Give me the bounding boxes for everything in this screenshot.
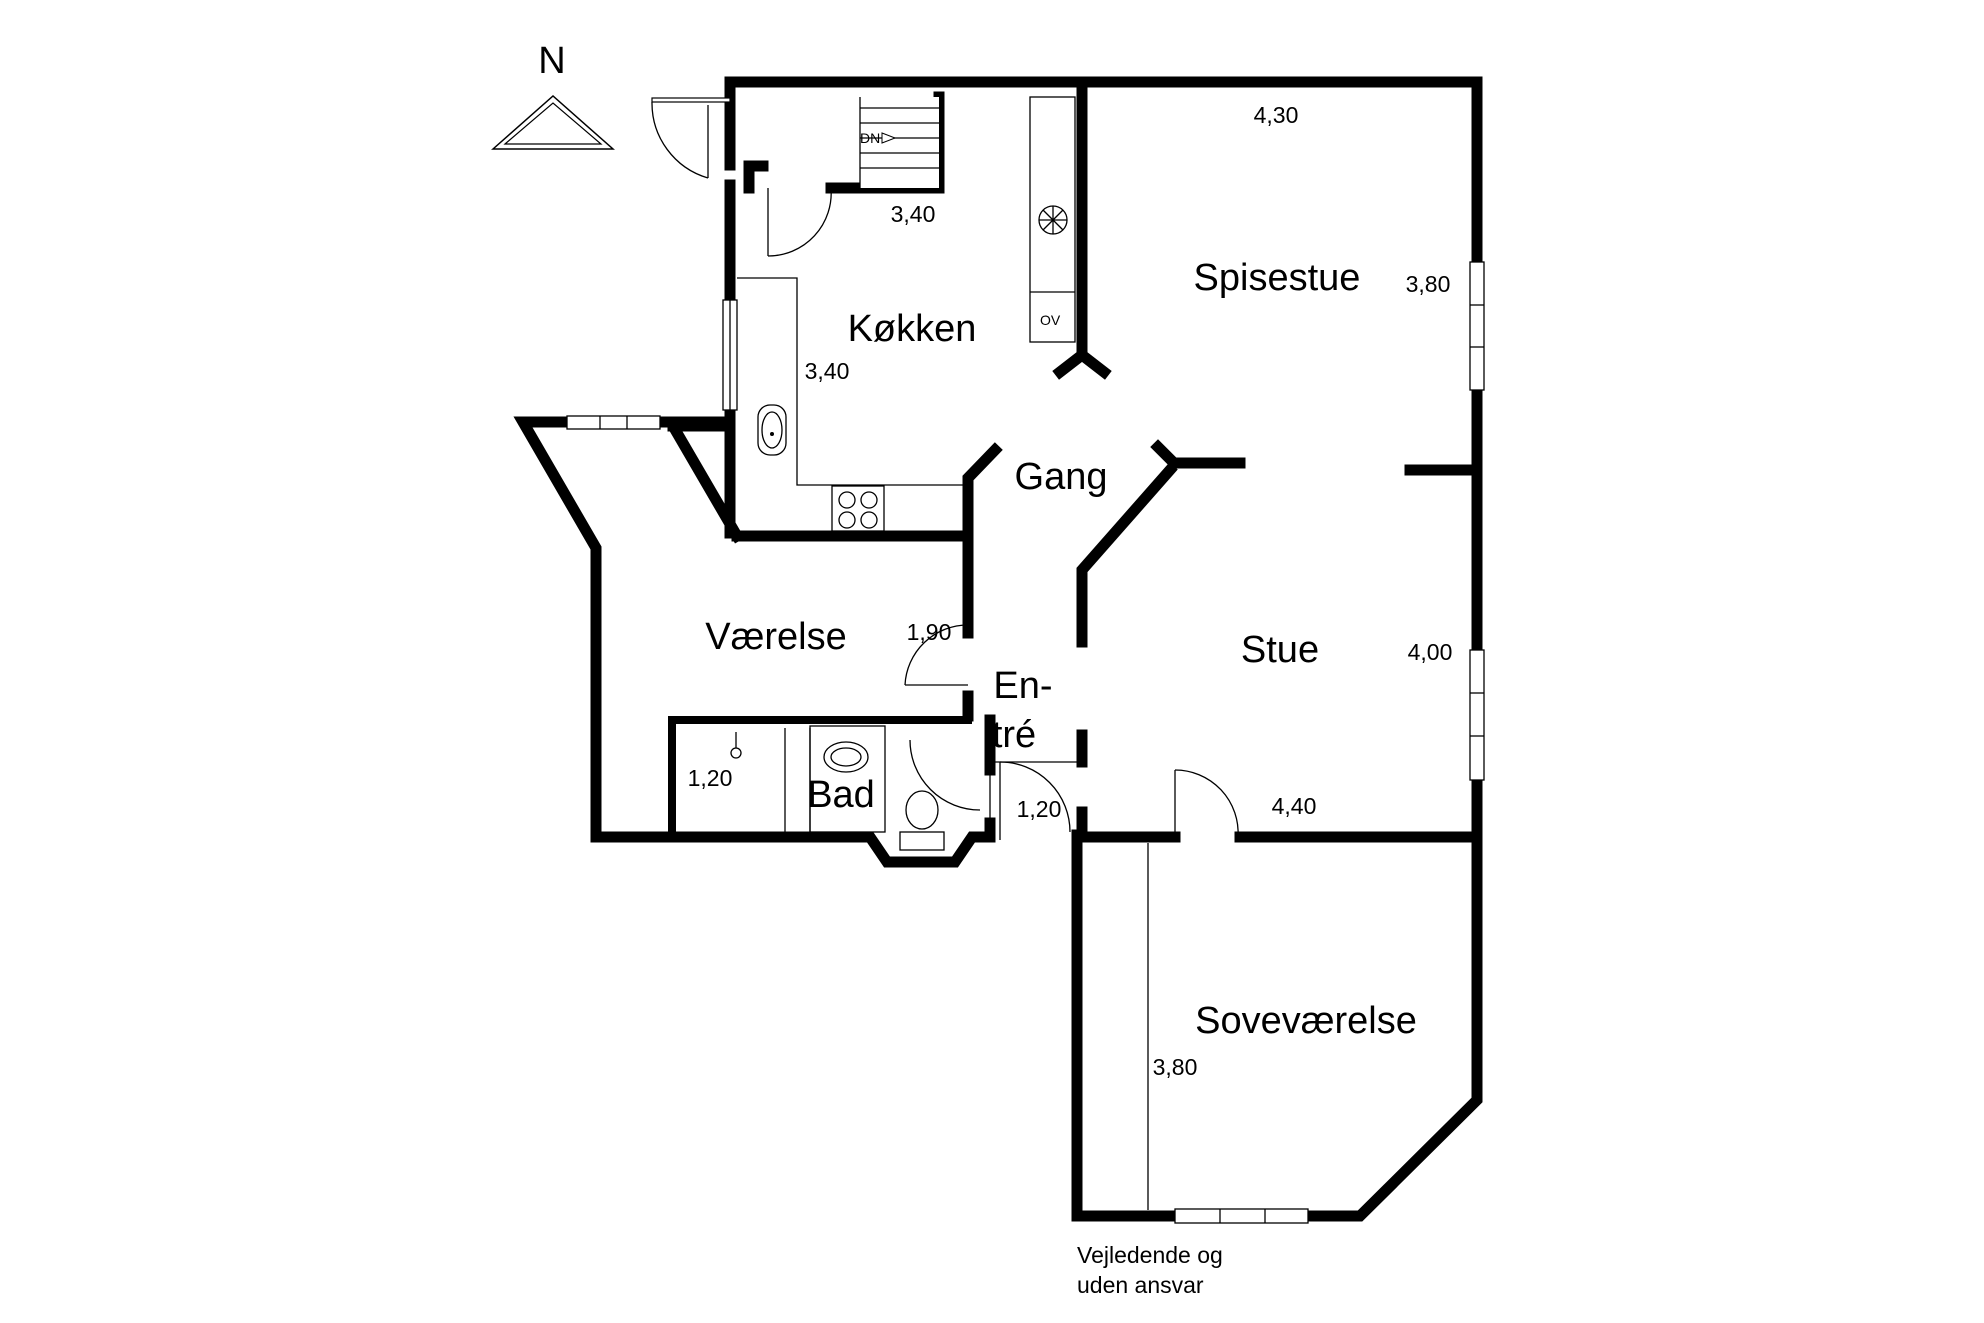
- room-label-entry-2: tré: [992, 714, 1036, 756]
- room-label-kitchen: Køkken: [848, 308, 977, 350]
- stove-icon: [831, 485, 885, 532]
- compass-letter: N: [538, 40, 565, 82]
- room-labels: Køkken Spisestue Gang Værelse En- tré St…: [705, 257, 1417, 1042]
- disclaimer: Vejledende og uden ansvar: [1077, 1242, 1223, 1298]
- room-label-bath: Bad: [807, 774, 875, 816]
- door-bath-swing: [909, 739, 981, 811]
- doors: [651, 97, 1239, 840]
- window-dining: [1469, 261, 1485, 391]
- oven-label: OV: [1040, 312, 1061, 328]
- kitchen-counter: OV: [1029, 96, 1076, 343]
- door-kitchen-swing: [767, 187, 832, 257]
- toilet-icon: [905, 790, 939, 830]
- dim-dining-depth: 3,80: [1406, 271, 1451, 297]
- north-arrow-inner-icon: [503, 102, 603, 145]
- door-bedroom-swing: [1174, 769, 1239, 838]
- kitchen-counter-lower: [737, 277, 968, 532]
- window-living: [1469, 649, 1485, 781]
- dim-living-depth: 4,00: [1408, 639, 1453, 665]
- washbasin-icon: [823, 741, 869, 773]
- dim-kitchen-depth: 3,40: [805, 358, 850, 384]
- north-arrow-icon: [491, 94, 615, 150]
- window-bedroom: [1174, 1208, 1309, 1224]
- windows: [566, 261, 1485, 1224]
- door-entry-swing: [999, 761, 1071, 833]
- dim-dining-width: 4,30: [1254, 102, 1299, 128]
- door-exterior-swing: [651, 101, 709, 179]
- door-vaerelse-swing: [904, 624, 969, 686]
- dim-living-width: 4,40: [1272, 793, 1317, 819]
- stairs-icon: DN: [859, 97, 939, 188]
- window-vaerelse: [566, 415, 661, 430]
- dim-vaerelse-depth: 1,90: [907, 619, 952, 645]
- dimension-labels: 3,40 3,40 4,30 3,80 1,90 4,00 4,40 1,20 …: [688, 102, 1453, 1080]
- room-label-dining: Spisestue: [1194, 257, 1361, 299]
- dim-bedroom-depth: 3,80: [1153, 1054, 1198, 1080]
- room-label-living: Stue: [1241, 629, 1319, 671]
- shower-icon: [730, 747, 742, 759]
- door-exterior-leaf: [651, 97, 731, 103]
- dim-kitchen-width: 3,40: [891, 201, 936, 227]
- exterior-walls: [513, 76, 1483, 1222]
- disclaimer-line-1: Vejledende og: [1077, 1242, 1223, 1268]
- bath-fixtures: [730, 725, 945, 851]
- fixtures: DN OV: [730, 96, 1149, 1210]
- disclaimer-line-2: uden ansvar: [1077, 1272, 1204, 1298]
- compass: N: [491, 40, 615, 150]
- dim-bath-width: 1,20: [688, 765, 733, 791]
- room-label-vaerelse: Værelse: [705, 616, 847, 658]
- room-label-bedroom: Soveværelse: [1195, 1000, 1417, 1042]
- room-label-hall: Gang: [1015, 456, 1108, 498]
- stairs-label: DN: [860, 130, 880, 146]
- dim-entry-width: 1,20: [1017, 796, 1062, 822]
- room-label-entry-1: En-: [993, 665, 1052, 707]
